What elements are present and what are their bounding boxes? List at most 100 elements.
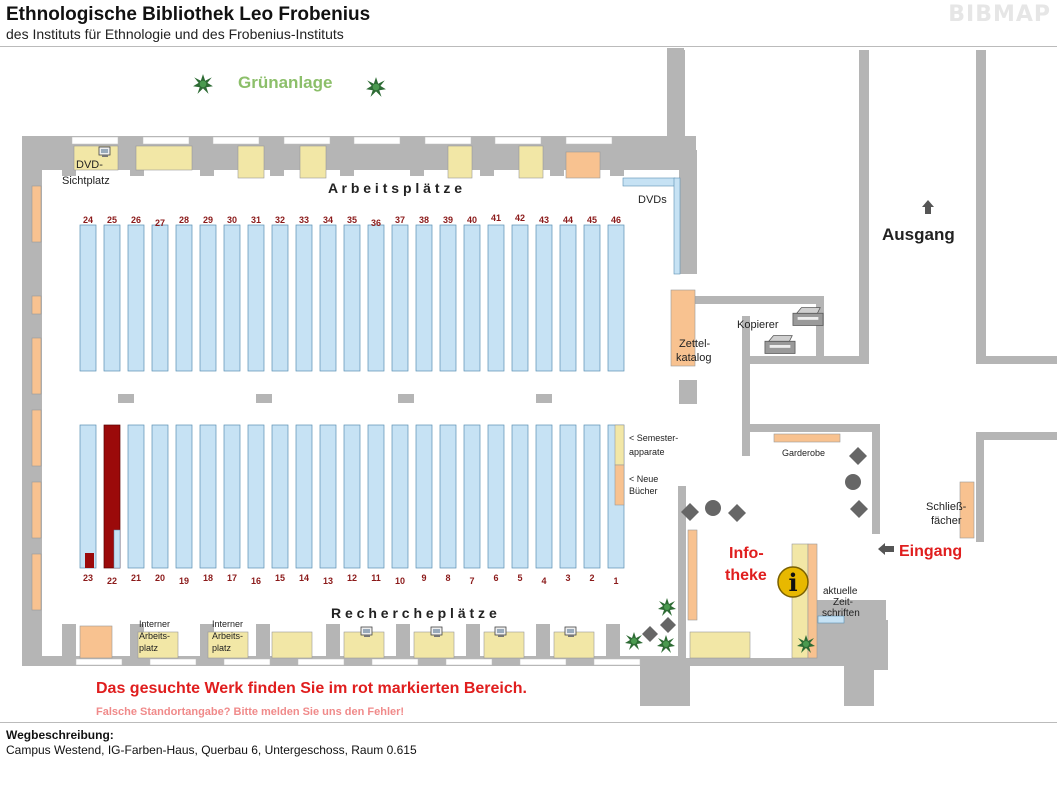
wardrobe-rack bbox=[773, 433, 841, 443]
shelf-19 bbox=[175, 424, 193, 569]
shelf-21 bbox=[127, 424, 145, 569]
dvd-place-label: DVD- Sichtplatz bbox=[62, 159, 110, 187]
periodicals-shelf bbox=[817, 615, 845, 624]
shelf-number: 26 bbox=[131, 215, 141, 225]
shelf-15 bbox=[271, 424, 289, 569]
shelf-number: 40 bbox=[467, 215, 477, 225]
green-area-label: Grünanlage bbox=[238, 73, 332, 92]
shelf-number: 31 bbox=[251, 215, 261, 225]
exit-label: Ausgang bbox=[882, 225, 955, 244]
shelf-number: 39 bbox=[443, 215, 453, 225]
error-report-link[interactable]: Falsche Standortangabe? Bitte melden Sie… bbox=[96, 706, 404, 718]
shelf-number: 21 bbox=[131, 573, 141, 583]
shelf-section bbox=[113, 529, 121, 569]
shelf-40 bbox=[463, 224, 481, 372]
shelf-2 bbox=[583, 424, 601, 569]
shelf-number: 22 bbox=[107, 576, 117, 586]
found-message: Das gesuchte Werk finden Sie im rot mark… bbox=[96, 680, 527, 697]
shelf-number: 30 bbox=[227, 215, 237, 225]
shelf-28 bbox=[175, 224, 193, 372]
shelf-33 bbox=[295, 224, 313, 372]
shelf-10 bbox=[391, 424, 409, 569]
shelf-3 bbox=[559, 424, 577, 569]
shelf-number: 23 bbox=[83, 573, 93, 583]
shelf-number: 15 bbox=[275, 573, 285, 583]
shelf-42 bbox=[511, 224, 529, 372]
shelf-number: 1 bbox=[613, 576, 618, 586]
directions-title: Wegbeschreibung: bbox=[6, 728, 114, 742]
shelf-number: 2 bbox=[589, 573, 594, 583]
tree-icon bbox=[193, 74, 213, 94]
new-books-label: < Neue Bücher bbox=[629, 474, 661, 496]
copier-icon bbox=[792, 307, 824, 326]
semester-label: < Semester- apparate bbox=[629, 433, 681, 457]
directions-text: Campus Westend, IG-Farben-Haus, Querbau … bbox=[6, 743, 417, 757]
shelf-number: 14 bbox=[299, 573, 309, 583]
windows bbox=[71, 136, 641, 666]
shelf-38 bbox=[415, 224, 433, 372]
periodicals-label: aktuelle Zeit- schriften bbox=[822, 586, 860, 619]
lockers bbox=[959, 481, 975, 539]
research-title: R e c h e r c h e p l ä t z e bbox=[331, 605, 497, 621]
shelf-number: 12 bbox=[347, 573, 357, 583]
info-icon bbox=[777, 566, 809, 598]
page-subtitle: des Instituts für Ethnologie und des Fro… bbox=[6, 26, 344, 42]
shelf-number: 8 bbox=[445, 573, 450, 583]
shelf-20 bbox=[151, 424, 169, 569]
shelf-number: 25 bbox=[107, 215, 117, 225]
info-desk-side bbox=[687, 529, 698, 621]
wall-cabinets bbox=[31, 185, 42, 611]
shelves-top bbox=[79, 224, 625, 372]
shelf-number: 46 bbox=[611, 215, 621, 225]
shelf-9 bbox=[415, 424, 433, 569]
shelf-46 bbox=[607, 224, 625, 372]
shelf-number: 3 bbox=[565, 573, 570, 583]
copier-icon bbox=[764, 335, 796, 354]
shelf-37 bbox=[391, 224, 409, 372]
dvds-label: DVDs bbox=[638, 194, 667, 206]
shelf-number: 32 bbox=[275, 215, 285, 225]
shelf-35 bbox=[343, 224, 361, 372]
info-symbol: i bbox=[788, 568, 797, 597]
wardrobe-label: Garderobe bbox=[782, 448, 825, 458]
shelf-13 bbox=[319, 424, 337, 569]
shelf-number: 10 bbox=[395, 576, 405, 586]
tree-icon bbox=[366, 77, 386, 97]
shelf-number: 24 bbox=[83, 215, 93, 225]
shelf-36 bbox=[367, 224, 385, 372]
shelf-number: 18 bbox=[203, 573, 213, 583]
shelf-number: 13 bbox=[323, 576, 333, 586]
dvd-shelf bbox=[622, 177, 676, 187]
footer-divider bbox=[0, 722, 1057, 723]
shelf-number: 20 bbox=[155, 573, 165, 583]
lockers-label: Schließ- fächer bbox=[926, 501, 969, 527]
shelf-number: 29 bbox=[203, 215, 213, 225]
work-tables-top bbox=[73, 145, 544, 179]
shelf-30 bbox=[223, 224, 241, 372]
semester-shelf bbox=[614, 424, 625, 466]
cabinet-bottom-left bbox=[79, 625, 113, 659]
shelf-number: 17 bbox=[227, 573, 237, 583]
shelf-number: 42 bbox=[515, 213, 525, 223]
entrance-arrow-icon bbox=[878, 543, 894, 555]
shelf-44 bbox=[559, 224, 577, 372]
seating bbox=[642, 447, 868, 642]
shelf-25 bbox=[103, 224, 121, 372]
shelf-number: 27 bbox=[155, 218, 165, 228]
shelf-marker bbox=[85, 553, 94, 568]
shelf-32 bbox=[271, 224, 289, 372]
shelf-number: 16 bbox=[251, 576, 261, 586]
header-divider bbox=[0, 46, 1057, 47]
shelf-27 bbox=[151, 224, 169, 372]
shelf-23 bbox=[79, 424, 97, 569]
entrance-label: Eingang bbox=[899, 543, 962, 560]
shelf-number: 41 bbox=[491, 213, 501, 223]
shelf-8 bbox=[439, 424, 457, 569]
shelf-number: 5 bbox=[517, 573, 522, 583]
shelf-number: 34 bbox=[323, 215, 333, 225]
shelf-45 bbox=[583, 224, 601, 372]
shelf-34 bbox=[319, 224, 337, 372]
cabinet-top-right bbox=[565, 151, 601, 179]
